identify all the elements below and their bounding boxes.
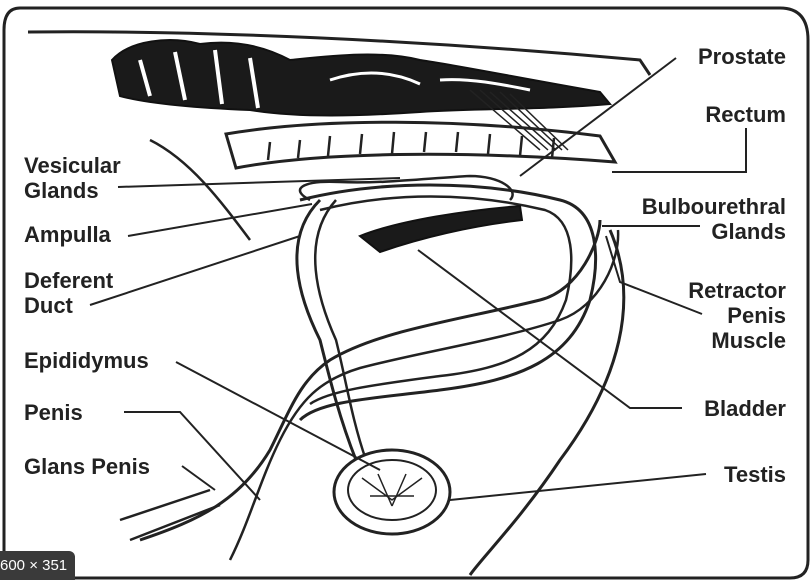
leader-bladder	[417, 249, 682, 409]
label-retractor-penis-muscle: Retractor Penis Muscle	[688, 278, 786, 353]
label-testis: Testis	[724, 462, 786, 487]
deferent-duct-line	[295, 198, 358, 461]
label-prostate: Prostate	[697, 44, 786, 69]
label-bulbourethral-glands: Bulbourethral Glands	[641, 194, 786, 244]
leader-ampulla	[127, 203, 313, 237]
bladder-dark	[358, 204, 524, 254]
flank-outline	[468, 229, 626, 576]
leader-deferent	[89, 235, 301, 306]
glans-penis-tip	[119, 488, 221, 542]
leader-retractor	[605, 235, 703, 315]
leader-epididymus	[175, 361, 381, 471]
ampulla-bulb	[298, 174, 514, 202]
urethra-inner	[309, 195, 573, 406]
leader-penis	[124, 411, 261, 501]
image-size-badge: 600 × 351	[0, 551, 76, 580]
penis-shaft	[139, 219, 602, 542]
label-epididymus: Epididymus	[24, 348, 149, 373]
rectum-outline	[224, 120, 618, 170]
leader-testis	[449, 473, 707, 501]
spine-outline	[27, 30, 652, 76]
testis-shape	[332, 448, 452, 536]
label-penis: Penis	[24, 400, 83, 425]
pelvic-bone-mass	[110, 39, 612, 117]
label-vesicular-glands: Vesicular Glands	[24, 153, 121, 203]
frame-border	[2, 6, 810, 580]
label-deferent-duct: Deferent Duct	[24, 268, 114, 318]
label-rectum: Rectum	[705, 102, 786, 127]
leader-prostate	[519, 57, 677, 177]
label-glans-penis: Glans Penis	[24, 454, 150, 479]
leader-vesicular	[117, 177, 401, 188]
leader-rectum	[612, 128, 747, 173]
leader-glans	[181, 465, 216, 491]
label-bladder: Bladder	[704, 396, 786, 421]
label-ampulla: Ampulla	[24, 222, 111, 247]
